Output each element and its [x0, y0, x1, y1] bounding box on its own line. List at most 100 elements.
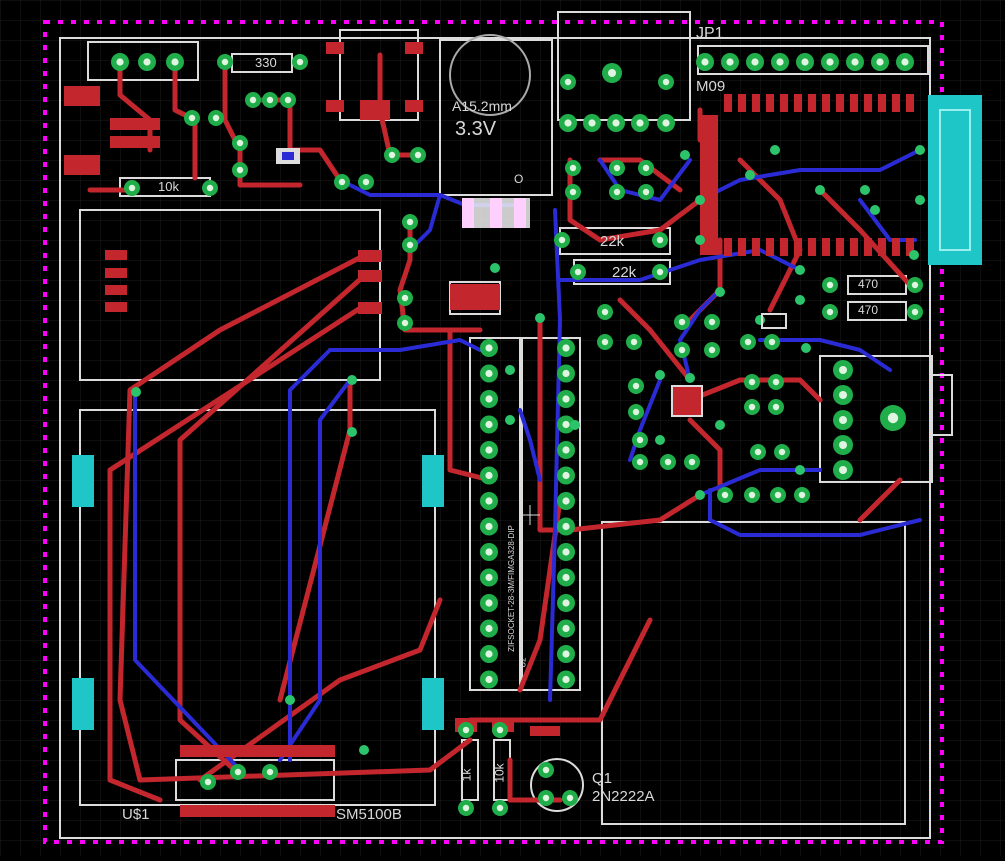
label-r-22k-b: 22k — [612, 264, 637, 281]
pad-hole — [911, 308, 919, 316]
pad-hole — [776, 58, 784, 66]
via — [505, 365, 515, 375]
pad-hole — [839, 366, 847, 374]
pad-hole — [839, 391, 847, 399]
via — [870, 205, 880, 215]
pad-hole — [171, 58, 179, 66]
pad-hole — [569, 164, 577, 172]
pad-hole — [662, 78, 670, 86]
pad-hole — [642, 164, 650, 172]
label-sm5100b: SM5100B — [336, 806, 402, 823]
via — [490, 263, 500, 273]
via — [860, 185, 870, 195]
pad-hole — [564, 78, 572, 86]
via — [815, 185, 825, 195]
pad-hole — [485, 522, 493, 531]
via — [685, 373, 695, 383]
pad-hole — [562, 650, 570, 658]
label-r-330: 330 — [255, 55, 277, 70]
via — [535, 313, 545, 323]
pad-hole — [562, 471, 570, 480]
pad-hole — [612, 119, 620, 127]
pad-hole — [608, 69, 616, 77]
pad-hole — [362, 178, 370, 186]
pad-hole — [656, 236, 664, 244]
pad-hole — [564, 119, 572, 127]
pad-hole — [566, 794, 574, 802]
via — [715, 420, 725, 430]
pad-hole — [748, 491, 756, 499]
pad-hole — [414, 151, 422, 159]
pad-hole — [642, 188, 650, 196]
label-socket: ZIFSOCKET-28-3M/FIMGA328-DIP — [506, 525, 516, 652]
pad-hole — [266, 768, 274, 776]
pad-hole — [206, 184, 214, 192]
via — [755, 315, 765, 325]
label-r-22k-a: 22k — [600, 233, 625, 250]
pad-hole — [562, 573, 570, 582]
pad-hole — [636, 119, 644, 127]
via — [915, 145, 925, 155]
pad-hole — [401, 294, 409, 302]
label-reg-voltage: 3.3V — [455, 118, 497, 140]
pad-hole — [234, 768, 242, 776]
label-m09: M09 — [696, 78, 726, 95]
pad-hole — [485, 369, 493, 378]
via — [909, 250, 919, 260]
pad-hole — [485, 624, 493, 633]
via — [795, 295, 805, 305]
pad-hole — [726, 58, 734, 66]
pad-hole — [406, 241, 414, 249]
pad-hole — [826, 308, 834, 316]
pad-hole — [485, 471, 493, 480]
via — [347, 375, 357, 385]
pad-hole — [748, 378, 756, 386]
via — [285, 695, 295, 705]
label-jp1: JP1 — [696, 25, 724, 42]
pad-hole — [485, 573, 493, 582]
pad-hole — [388, 151, 396, 159]
pad-hole — [284, 96, 292, 104]
cyan-footprints — [72, 95, 982, 730]
via — [795, 465, 805, 475]
pad-hole — [839, 466, 847, 474]
via — [745, 170, 755, 180]
pad-hole — [613, 164, 621, 172]
pad-hole — [143, 58, 151, 66]
pad-hole — [701, 58, 709, 66]
pad-hole — [562, 599, 570, 607]
pad-hole — [613, 188, 621, 196]
label-u1: U$1 — [122, 806, 150, 823]
pad-hole — [485, 599, 493, 607]
pad-hole — [562, 369, 570, 378]
pad-hole — [876, 58, 884, 66]
via — [715, 287, 725, 297]
pad-hole — [338, 178, 346, 186]
pad-hole — [249, 96, 257, 104]
smd-pads — [64, 42, 560, 817]
label-q1: Q1 — [592, 770, 613, 787]
pad-hole — [774, 491, 782, 499]
pad-hole — [826, 58, 834, 66]
origin-cross — [520, 505, 540, 525]
pad-hole — [462, 804, 470, 812]
vias — [131, 145, 925, 755]
pad-hole — [485, 497, 493, 505]
pad-hole — [562, 446, 570, 454]
pad-hole — [662, 119, 670, 127]
pad-hole — [266, 96, 274, 104]
pad-hole — [601, 338, 609, 346]
pad-hole — [801, 58, 809, 66]
pad-hole — [636, 458, 644, 466]
pad-hole — [574, 268, 582, 276]
via — [695, 490, 705, 500]
pad-hole — [601, 308, 609, 316]
pad-hole — [632, 408, 640, 416]
pad-hole — [204, 778, 212, 786]
pad-hole — [406, 218, 414, 226]
pad-hole — [778, 448, 786, 456]
pad-hole — [485, 395, 493, 403]
pad-hole — [188, 114, 196, 122]
pad-hole — [562, 497, 570, 505]
